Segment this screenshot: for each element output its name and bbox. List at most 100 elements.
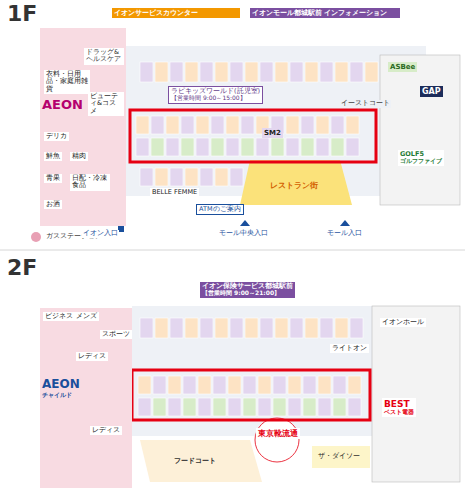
- store-box: ATMのご案内: [196, 204, 244, 215]
- shop-unit: [333, 376, 346, 394]
- shop-unit: [213, 376, 226, 394]
- shop-unit: [350, 62, 363, 82]
- shop-unit: [228, 376, 241, 394]
- shop-unit: [241, 138, 254, 156]
- store-box: ASBee: [388, 62, 417, 72]
- highlight-frame: [130, 110, 376, 162]
- shop-unit: [260, 62, 273, 82]
- store-name: イオンサービスカウンター: [114, 9, 238, 17]
- shop-unit: [181, 138, 194, 156]
- shop-unit: [286, 116, 299, 134]
- store-name: GAP: [422, 87, 441, 96]
- shop-unit: [258, 376, 271, 394]
- store-name: イオンモール都城駅前 インフォメーション: [252, 9, 398, 17]
- shop-unit: [166, 116, 179, 134]
- store-name: GOLF5: [400, 151, 442, 158]
- store-name: 【営業時間 9:00～15:00】: [171, 95, 260, 102]
- store-box: AEONチャイルドビジネスメンズスポーツレディスレディス: [40, 308, 132, 488]
- shop-unit: [140, 62, 153, 82]
- store-name: メンズ: [76, 313, 97, 320]
- shop-unit: [350, 318, 363, 338]
- shop-unit: [228, 398, 241, 416]
- shop-unit: [170, 168, 183, 186]
- store-box: SM2: [262, 128, 283, 138]
- shop-unit: [151, 138, 164, 156]
- shop-unit: [303, 376, 316, 394]
- east-block: [372, 306, 460, 482]
- shop-unit: [153, 376, 166, 394]
- store-name: 日配・冷凍食品: [72, 175, 108, 190]
- shop-unit: [318, 398, 331, 416]
- shop-unit: [153, 398, 166, 416]
- department-box: デリカ: [44, 132, 69, 141]
- department-box: ビジネス: [43, 312, 75, 321]
- store-box: GAP: [420, 86, 443, 97]
- shop-unit: [200, 62, 213, 82]
- mall-floor: [132, 306, 372, 436]
- shop-unit: [288, 376, 301, 394]
- store-box: BELLE FEMME: [150, 188, 199, 197]
- shop-unit: [215, 168, 228, 186]
- shop-unit: [346, 138, 359, 156]
- shop-unit: [196, 138, 209, 156]
- store-name: ライトオン: [332, 345, 367, 352]
- store-name: レストラン街: [270, 181, 318, 190]
- department-box: スポーツ: [100, 330, 132, 339]
- shop-unit: [288, 398, 301, 416]
- shop-unit: [170, 62, 183, 82]
- shoe-store-area: [255, 418, 299, 462]
- shop-unit: [155, 62, 168, 82]
- store-box: イオンサービスカウンター: [112, 8, 240, 18]
- department-box: ドラッグ&ヘルスケア: [84, 48, 124, 65]
- entrance-arrow: [340, 220, 350, 226]
- shop-unit: [226, 138, 239, 156]
- shop-unit: [243, 376, 256, 394]
- shop-unit: [335, 62, 348, 82]
- store-name: ベスト電器: [384, 409, 414, 416]
- store-name: スポーツ: [102, 331, 130, 338]
- store-box: AEONドラッグ&ヘルスケア衣料・日用品・家庭用雑貨ビューティ&コスメデリカ鮮魚…: [40, 28, 126, 226]
- store-name: 鮮魚: [46, 153, 60, 160]
- shop-unit: [320, 62, 333, 82]
- shop-unit: [316, 116, 329, 134]
- store-name: ゴルフファイブ: [400, 158, 442, 165]
- shop-unit: [301, 138, 314, 156]
- shop-unit: [245, 62, 258, 82]
- shop-unit: [168, 398, 181, 416]
- shop-unit: [230, 62, 243, 82]
- store-box: ライトオン: [330, 344, 369, 353]
- shop-unit: [260, 318, 273, 338]
- department-box: 衣料・日用品・家庭用雑貨: [44, 70, 90, 94]
- store-name: 【営業時間 9:00～21:00】: [202, 290, 293, 297]
- store-box: BESTベスト電器: [382, 398, 416, 417]
- store-name: ビジネス: [45, 313, 73, 320]
- shop-unit: [198, 398, 211, 416]
- shop-unit: [168, 376, 181, 394]
- store-box: 東京靴流通: [256, 428, 300, 439]
- shop-unit: [365, 62, 378, 82]
- shop-unit: [196, 116, 209, 134]
- shop-unit: [215, 318, 228, 338]
- shop-unit: [226, 116, 239, 134]
- shop-unit: [198, 376, 211, 394]
- shop-unit: [170, 318, 183, 338]
- shop-unit: [155, 168, 168, 186]
- department-box: メンズ: [74, 312, 99, 321]
- shop-unit: [230, 318, 243, 338]
- shop-unit: [140, 318, 153, 338]
- shop-unit: [138, 376, 151, 394]
- shop-unit: [320, 318, 333, 338]
- shop-unit: [200, 318, 213, 338]
- shop-unit: [305, 62, 318, 82]
- store-name: チャイルド: [42, 392, 130, 399]
- department-box: 日配・冷凍食品: [70, 174, 110, 191]
- store-box: イオンモール都城駅前 インフォメーション: [250, 8, 400, 18]
- store-box: イオンホール: [380, 318, 426, 327]
- store-name: レディス: [92, 427, 120, 434]
- store-name: SM2: [264, 129, 281, 137]
- shop-unit: [136, 116, 149, 134]
- department-box: お酒: [44, 200, 62, 209]
- shop-unit: [348, 398, 361, 416]
- shop-unit: [286, 138, 299, 156]
- shop-unit: [213, 398, 226, 416]
